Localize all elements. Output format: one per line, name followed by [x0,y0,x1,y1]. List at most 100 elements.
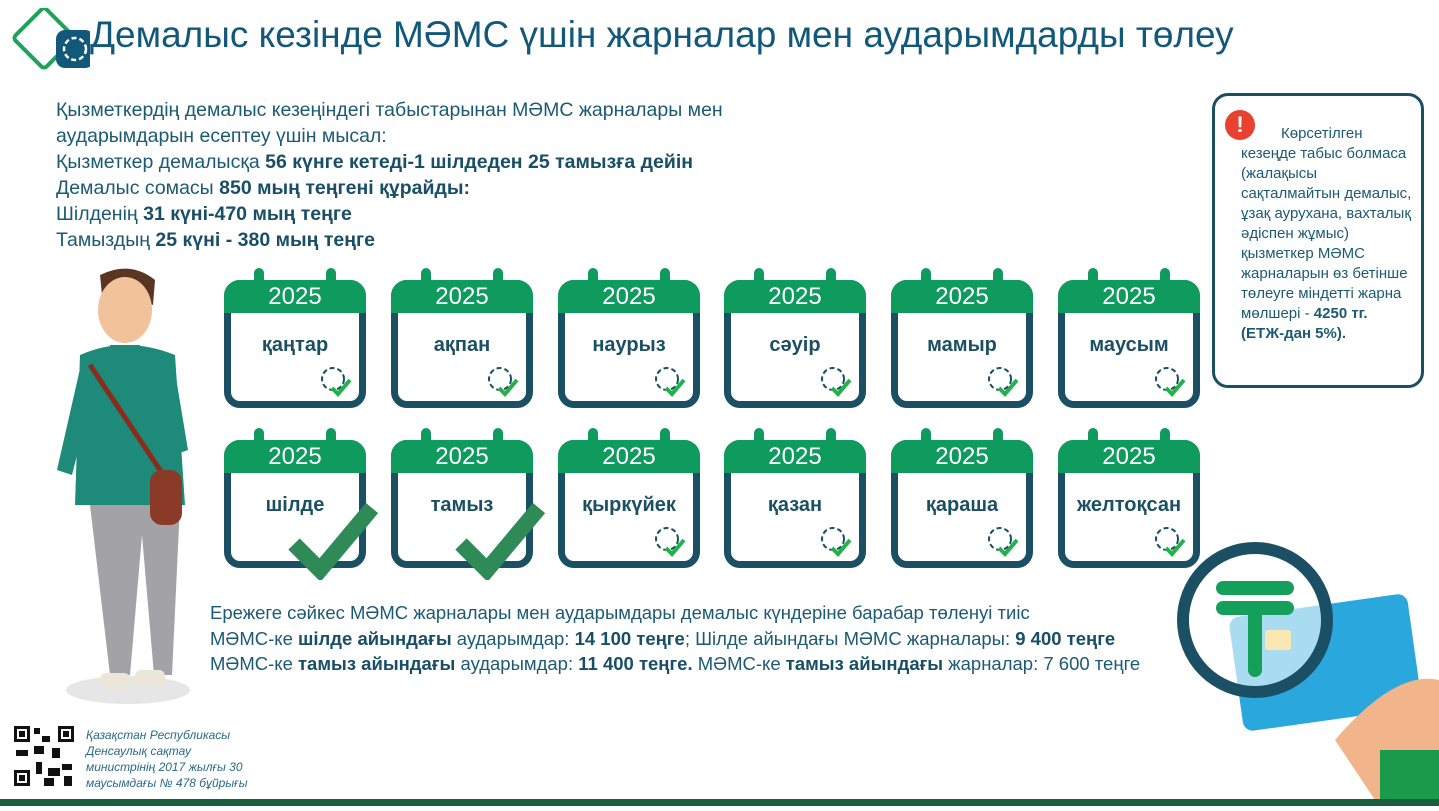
intro-line: Шілденің 31 күні-470 мың теңге [56,201,723,227]
calendar-year: 2025 [891,280,1033,313]
calendar-ring [493,268,503,288]
intro-text: Қызметкердің демалыс кезеңіндегі табыста… [56,97,723,253]
mams-logo-check-icon [655,367,686,397]
rule-text: Ережеге сәйкес МӘМС жарналары мен аудары… [210,600,1210,677]
text-bold: 31 күні-470 мың теңге [143,203,352,225]
calendar-year: 2025 [724,440,866,473]
text: аударымдарын есептеу үшін мысал: [56,125,387,147]
calendar-year: 2025 [1058,280,1200,313]
calendar-11: 2025 қараша [891,428,1033,568]
calendar-month: желтоқсан [1076,494,1182,516]
calendar-ring [993,268,1003,288]
calendar-ring [421,428,431,448]
calendar-ring [754,268,764,288]
intro-line: Қызметкердің демалыс кезеңіндегі табыста… [56,97,723,123]
calendar-year: 2025 [558,280,700,313]
logo [8,6,94,85]
note-amount: 4250 тг. (ЕТЖ-дан 5%). [1241,305,1368,342]
text: ; Шілде айындағы МӘМС жарналары: [684,627,1016,649]
text-bold: тамыз айындағы [298,653,456,674]
calendar-year: 2025 [724,280,866,313]
calendar-ring [1160,428,1170,448]
calendar-month: сәуір [769,334,821,356]
text-bold: 9 400 теңге [1015,627,1116,649]
calendar-ring [993,428,1003,448]
text-bold: 14 100 теңге [574,627,685,649]
text: аударымдар: [451,627,575,649]
intro-line: Тамыздың 25 күні - 380 мың теңге [56,227,723,253]
calendar-ring [1088,428,1098,448]
calendar-ring [588,268,598,288]
page-title: Демалыс кезінде МӘМС үшін жарналар мен а… [90,14,1234,55]
text: Шілденің [56,203,144,225]
text: Демалыс сомасы [56,177,220,199]
calendar-ring [921,428,931,448]
text: Қызметкердің демалыс кезеңіндегі табыста… [56,99,723,121]
rule-line: МӘМС-ке шілде айындағы аударымдар: 14 10… [210,626,1210,652]
calendar-10: 2025 қазан [724,428,866,568]
calendar-ring [326,428,336,448]
calendar-month: қараша [925,494,999,516]
calendar-month: ақпан [433,334,491,356]
intro-line: аударымдарын есептеу үшін мысал: [56,123,723,149]
text: МӘМС-ке [210,653,298,674]
calendar-month: мамыр [927,334,997,356]
checkmark-icon [455,502,545,580]
intro-line: Қызметкер демалысқа 56 күнге кетеді-1 ші… [56,149,723,175]
calendar-6: 2025 маусым [1058,268,1200,408]
calendar-month: қазан [767,494,823,516]
calendar-4: 2025 сәуір [724,268,866,408]
calendar-year: 2025 [891,440,1033,473]
text: МӘМС-ке [210,627,298,649]
calendar-12: 2025 желтоқсан [1058,428,1200,568]
calendar-ring [826,268,836,288]
calendar-ring [493,428,503,448]
text-bold: 850 мың теңгені құрайды: [219,177,470,199]
person-illustration [40,265,210,720]
rule-line: Ережеге сәйкес МӘМС жарналары мен аудары… [210,602,1030,623]
text-bold: 25 күні - 380 мың теңге [155,229,376,251]
text: МӘМС-ке [692,653,786,674]
calendar-ring [826,428,836,448]
mams-logo-check-icon [988,527,1019,557]
calendar-2: 2025 ақпан [391,268,533,408]
text-bold: шілде айындағы [298,627,452,649]
text: Тамыздың [56,229,156,251]
rule-line: МӘМС-ке тамыз айындағы аударымдар: 11 40… [210,651,1210,677]
text-bold: 56 күнге кетеді-1 шілдеден 25 тамызға де… [265,151,694,173]
calendar-ring [660,268,670,288]
calendar-year: 2025 [224,440,366,473]
bottom-bar [0,799,1439,806]
mams-logo-check-icon [988,367,1019,397]
alert-icon: ! [1225,110,1255,140]
calendar-month: шілде [265,494,325,516]
calendar-year: 2025 [391,440,533,473]
calendar-ring [1088,268,1098,288]
mams-logo-check-icon [1155,367,1186,397]
note-text: кезеңде табыс болмаса (жалақысы сақталма… [1241,145,1412,322]
info-note: Көрсетілген кезеңде табыс болмаса (жалақ… [1212,93,1424,388]
calendar-month: маусым [1089,334,1169,356]
calendar-year: 2025 [1058,440,1200,473]
calendar-ring [421,268,431,288]
mams-logo-check-icon [821,527,852,557]
calendar-year: 2025 [391,280,533,313]
intro-line: Демалыс сомасы 850 мың теңгені құрайды: [56,175,723,201]
calendar-month: қаңтар [261,334,329,356]
calendar-ring [254,428,264,448]
calendar-3: 2025 наурыз [558,268,700,408]
checkmark-icon [288,502,378,580]
card-tenge-illustration [1175,540,1439,811]
calendar-month: қыркүйек [582,494,676,516]
qr-code [12,724,76,793]
calendar-month: наурыз [592,334,666,356]
calendar-ring [754,428,764,448]
text: аударымдар: [455,653,579,674]
text: жарналар: 7 600 теңге [943,653,1141,674]
calendar-ring [254,268,264,288]
text: Қызметкер демалысқа [56,151,266,173]
calendar-ring [326,268,336,288]
